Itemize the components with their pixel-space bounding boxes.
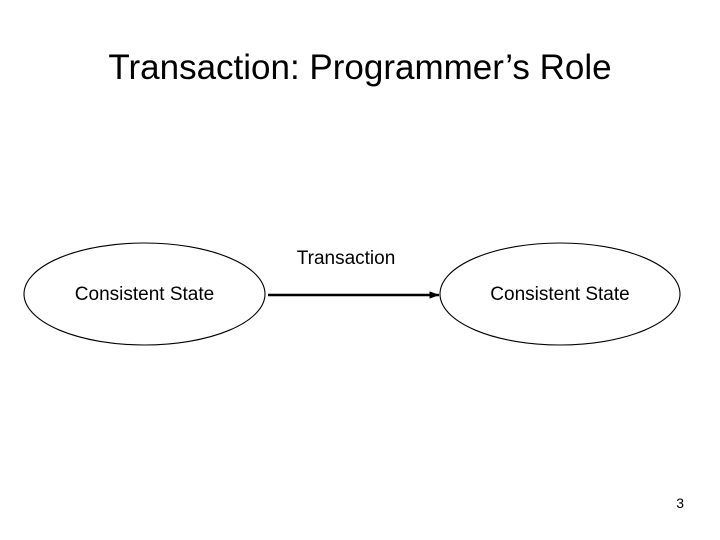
transaction-edge-label: Transaction: [296, 248, 396, 269]
page-title: Transaction: Programmer’s Role: [108, 48, 612, 87]
right-state-label: Consistent State: [490, 284, 630, 305]
page-number: 3: [676, 495, 684, 511]
ellipse-right-state: [439, 242, 681, 346]
left-state-label: Consistent State: [74, 284, 215, 305]
ellipse-left-state: [23, 242, 266, 346]
